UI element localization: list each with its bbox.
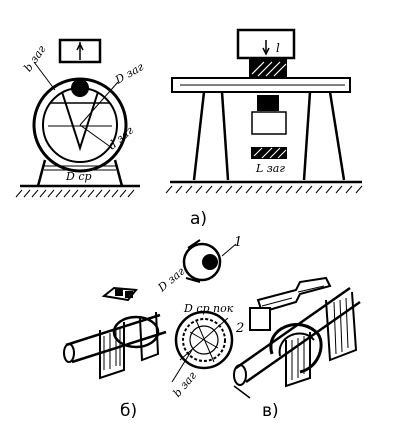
workpiece-block: [251, 111, 287, 135]
ring-2-inner: [182, 318, 226, 362]
block-b-right: [139, 311, 160, 362]
labels: b зaг D зaг d зaг D cp l L заг 1 D зaг D…: [21, 41, 285, 421]
panel-v-drawing: [233, 276, 361, 399]
label-num-2: 2: [235, 321, 244, 336]
block-v-left: [285, 332, 311, 388]
stand-left: [36, 159, 124, 187]
panel-a-left-drawing: [15, 38, 140, 198]
caption-a: а): [190, 209, 207, 229]
label-d-zag-ring: D зaг: [155, 264, 188, 294]
ring-1-inner: [202, 254, 218, 270]
label-l-top: l: [276, 41, 280, 55]
label-l-zag: L заг: [255, 162, 285, 175]
support-left: [192, 91, 230, 181]
label-d-zag-left: D зaг: [112, 60, 146, 87]
ring-1-outer: [182, 242, 222, 282]
ring-2-outer: [174, 310, 234, 370]
block-v-right: [325, 291, 358, 362]
caption-b: б): [120, 401, 137, 421]
panel-b-drawing: [63, 239, 237, 383]
label-num-1: 1: [234, 235, 242, 250]
label-b-zag: b зaг: [21, 43, 48, 74]
label-d-sr: D cp: [65, 170, 92, 183]
bent-bar: [256, 276, 332, 314]
support-right: [302, 91, 346, 181]
panel-a-right-drawing: [165, 28, 363, 194]
block-b-left: [99, 322, 125, 380]
caption-v: в): [262, 401, 279, 421]
label-d-sr-pos: D cp пок: [183, 302, 234, 315]
label-b-zag-ring: b зaг: [171, 369, 200, 400]
die-top: [71, 79, 89, 97]
